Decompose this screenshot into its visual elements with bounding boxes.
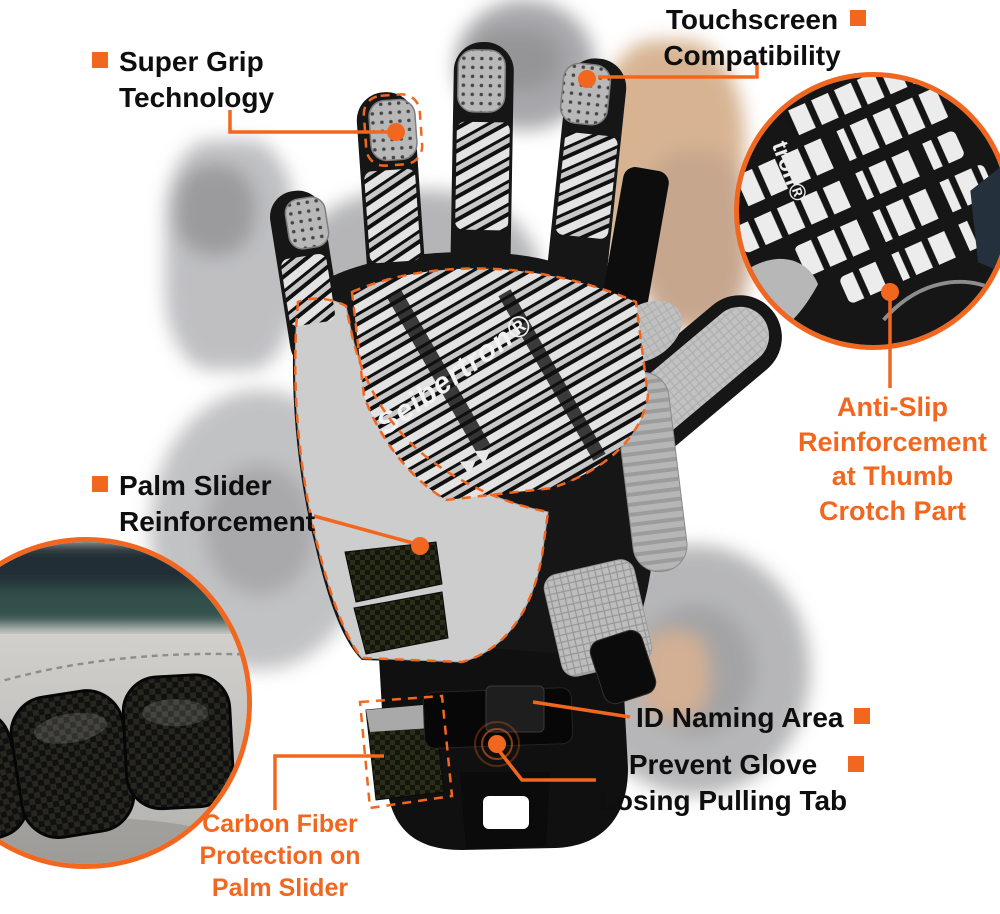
bike-blob-front-rim (205, 465, 315, 595)
logo-arrows (460, 449, 491, 475)
callout-prevent-glove: Prevent Glove Losing Pulling Tab (598, 747, 864, 819)
callout-touchscreen-label: Touchscreen Compatibility (663, 4, 841, 71)
callout-super-grip: Super Grip Technology (92, 44, 274, 116)
orange-square-marker (92, 476, 108, 492)
callout-touchscreen: Touchscreen Compatibility (652, 2, 866, 74)
cuff-details (422, 629, 657, 849)
orange-square-marker (848, 756, 864, 772)
orange-square-marker (850, 10, 866, 26)
callout-carbon-fiber-label: Carbon Fiber Protection on Palm Slider (199, 810, 361, 902)
callout-palm-slider: Palm Slider Reinforcement (92, 468, 315, 540)
callout-prevent-glove-label: Prevent Glove Losing Pulling Tab (598, 749, 848, 816)
palm-pattern-breaks (386, 288, 606, 461)
callout-palm-slider-label: Palm Slider Reinforcement (119, 470, 316, 537)
inset-thumb-crotch: tron® (734, 72, 1000, 350)
palm-grip-pattern (352, 268, 648, 500)
feature-highlight-outlines (293, 93, 650, 810)
inset-carbon-fiber-image (0, 542, 247, 864)
inset-carbon-fiber (0, 537, 252, 869)
callout-anti-slip-label: Anti-Slip Reinforcement at Thumb Crotch … (797, 392, 988, 526)
grip-pattern-macro (739, 77, 1000, 308)
seam-stitching (0, 652, 246, 683)
callout-carbon-fiber: Carbon Fiber Protection on Palm Slider (190, 808, 370, 904)
carbon-knuckle-sliders (0, 673, 235, 851)
orange-square-marker (92, 52, 108, 68)
finger-grip-print (281, 121, 618, 327)
callout-id-naming-label: ID Naming Area (636, 702, 844, 733)
thumb-panels (543, 300, 769, 677)
callout-anti-slip: Anti-Slip Reinforcement at Thumb Crotch … (790, 390, 995, 528)
callout-id-naming: ID Naming Area (636, 700, 871, 736)
bike-blob-front-dark (175, 165, 255, 255)
id-naming-patch (485, 685, 545, 733)
inset-thumb-crotch-image: tron® (739, 77, 1000, 345)
orange-square-marker (854, 708, 871, 724)
callout-super-grip-label: Super Grip Technology (119, 46, 275, 113)
background-shard (970, 167, 1000, 272)
